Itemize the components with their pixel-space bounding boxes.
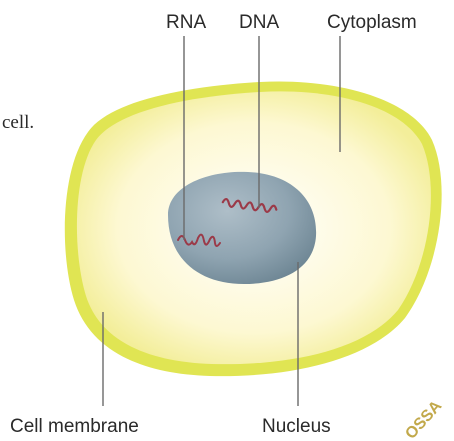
partial-stamp-text: OSSA: [402, 397, 445, 441]
nucleus-label: Nucleus: [262, 416, 331, 437]
cell-membrane-label: Cell membrane: [10, 416, 139, 437]
rna-label: RNA: [166, 12, 206, 33]
partial-caption-text: cell.: [2, 112, 34, 133]
dna-label: DNA: [239, 12, 279, 33]
cytoplasm-label: Cytoplasm: [327, 12, 417, 33]
